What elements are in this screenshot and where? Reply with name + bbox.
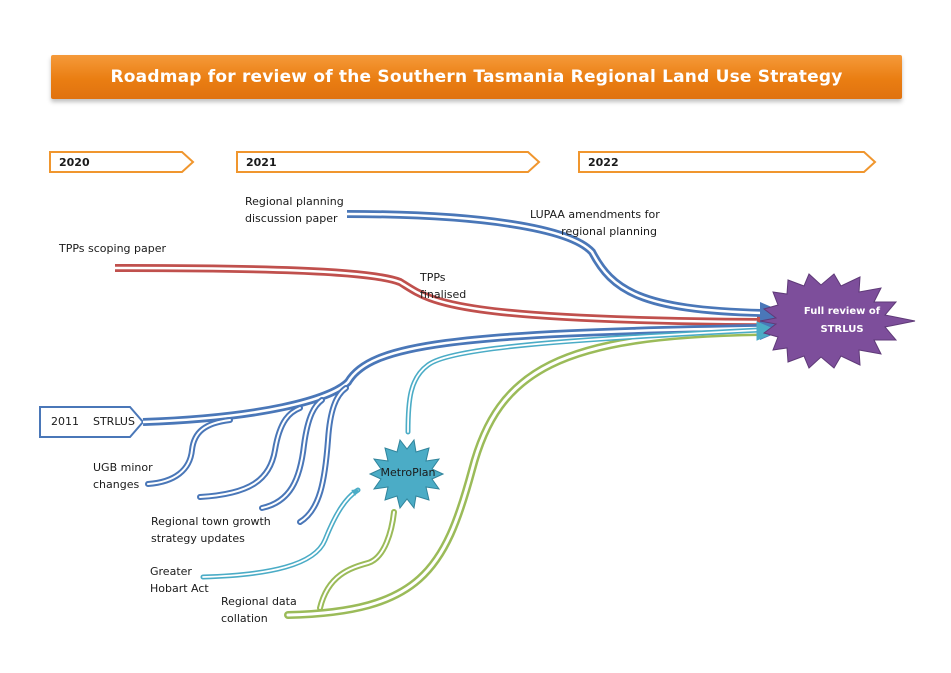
data-collation-label: Regional data collation: [221, 593, 297, 627]
town-growth-label: Regional town growth strategy updates: [151, 513, 271, 547]
regional-planning-line-1: Regional planning: [245, 195, 344, 208]
title-banner: Roadmap for review of the Southern Tasma…: [51, 55, 902, 99]
ugb-label: UGB minor changes: [93, 459, 153, 493]
year-label-2020: 2020: [59, 156, 90, 169]
start-box-label: 2011 STRLUS: [51, 415, 135, 428]
full-review-line-1: Full review of: [803, 306, 881, 317]
timeline-arrow-2020: [49, 151, 195, 173]
tpps-scoping-label: TPPs scoping paper: [59, 242, 167, 255]
tpps-finalised-line-1: TPPs: [420, 271, 446, 284]
lupaa-line-1: LUPAA amendments for: [530, 208, 660, 221]
ugb-line-2: changes: [93, 478, 140, 491]
page-title: Roadmap for review of the Southern Tasma…: [110, 67, 843, 87]
regional-planning-line-2: discussion paper: [245, 212, 338, 225]
tpps-finalised-label: TPPs finalised: [420, 269, 466, 303]
data-collation-line-2: collation: [221, 612, 268, 625]
lupaa-line-2: regional planning: [561, 225, 657, 238]
full-review-label: Full review of STRLUS: [780, 303, 904, 339]
greater-hobart-label: Greater Hobart Act: [150, 563, 209, 597]
timeline-arrow-2022: [578, 151, 877, 173]
greater-hobart-line-2: Hobart Act: [150, 582, 209, 595]
metroplan-label: MetroPlan: [380, 466, 436, 479]
blue-feeders: [145, 385, 349, 525]
regional-planning-label: Regional planning discussion paper: [245, 193, 344, 227]
full-review-star: [759, 273, 916, 369]
ugb-line-1: UGB minor: [93, 461, 153, 474]
year-label-2022: 2022: [588, 156, 619, 169]
data-collation-line-1: Regional data: [221, 595, 297, 608]
greater-hobart-line-1: Greater: [150, 565, 192, 578]
timeline-arrow-2021: [236, 151, 541, 173]
year-label-2021: 2021: [246, 156, 277, 169]
town-growth-line-2: strategy updates: [151, 532, 245, 545]
metroplan-star: [368, 438, 445, 510]
lupaa-label: LUPAA amendments for regional planning: [530, 206, 660, 240]
full-review-line-2: STRLUS: [820, 324, 864, 335]
town-growth-line-1: Regional town growth: [151, 515, 271, 528]
start-box-shape: [39, 406, 145, 438]
green-stream: [284, 328, 764, 619]
tpps-finalised-line-2: finalised: [420, 288, 467, 301]
teal-streams: [200, 321, 780, 580]
